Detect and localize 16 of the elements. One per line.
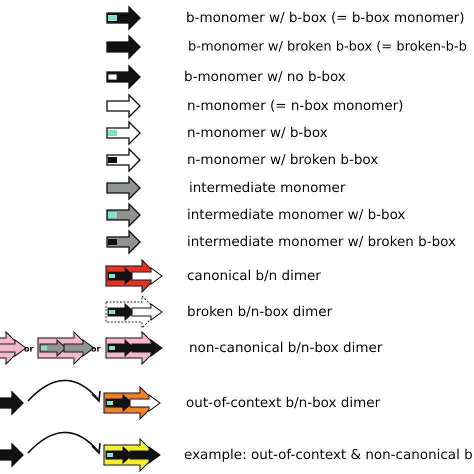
- legend-text: canonical b/n dimer: [187, 268, 321, 284]
- legend-text: b-monomer w/ broken b-box (= broken-b-b: [188, 40, 467, 54]
- legend-text: n-monomer w/ b-box: [187, 125, 328, 141]
- legend-text: b-monomer w/ b-box (= b-box monomer): [186, 10, 464, 26]
- legend-text: broken b/n-box dimer: [187, 304, 332, 320]
- legend-text: non-canonical b/n-box dimer: [189, 340, 382, 356]
- legend-text: out-of-context b/n-box dimer: [186, 395, 380, 411]
- legend-text: b-monomer w/ no b-box: [184, 69, 346, 85]
- separator-word: or: [24, 344, 34, 354]
- legend-text: n-monomer (= n-box monomer): [187, 98, 404, 114]
- legend-text: intermediate monomer: [189, 180, 346, 196]
- legend-text: intermediate monomer w/ b-box: [187, 207, 406, 223]
- legend-text: intermediate monomer w/ broken b-box: [187, 234, 456, 250]
- legend-text: n-monomer w/ broken b-box: [187, 152, 378, 168]
- legend-text: example: out-of-context & non-canonical b: [184, 447, 473, 463]
- separator-word: or: [91, 344, 100, 354]
